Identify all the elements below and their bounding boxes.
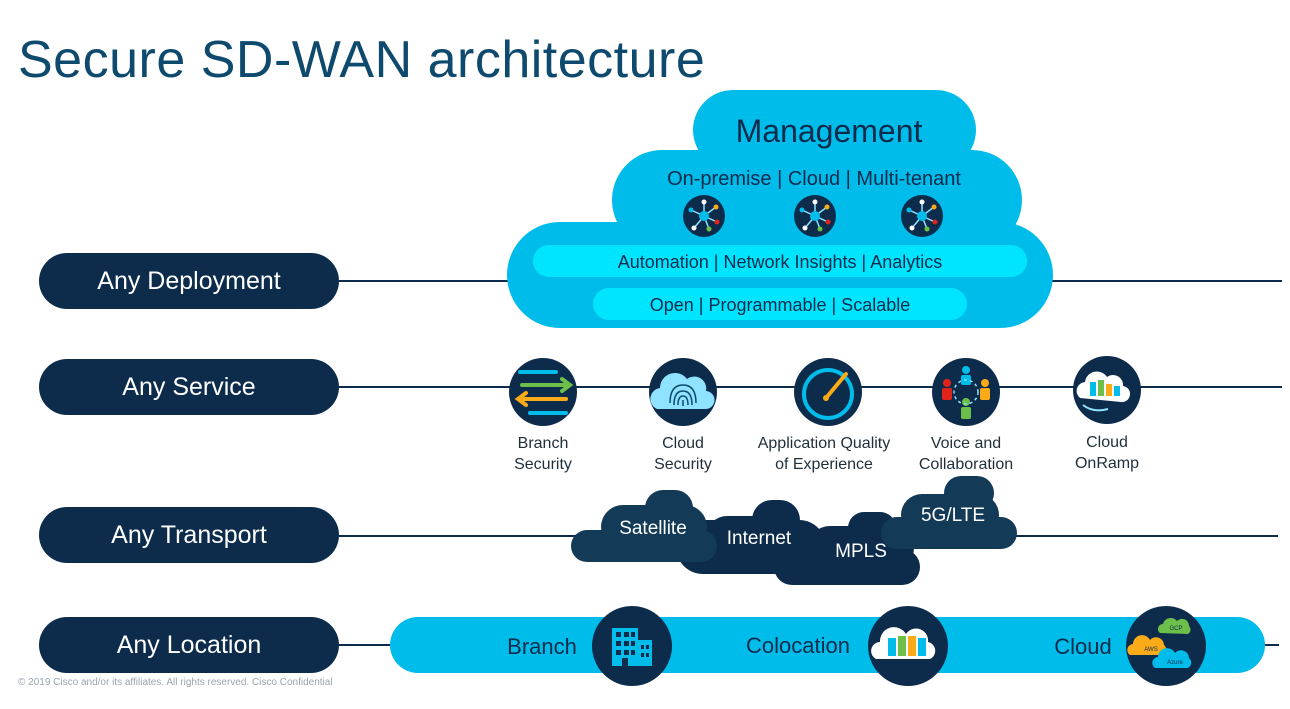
service-label-cloud-onramp: Cloud OnRamp (1027, 432, 1187, 474)
any-location-pill: Any Location (39, 617, 339, 673)
service-label-line: Security (514, 456, 572, 473)
management-band-2-text: Open | Programmable | Scalable (650, 295, 910, 315)
service-label-line: Voice and (930, 435, 1002, 452)
service-label-line: of Experience (775, 456, 873, 473)
badge-gcp: GCP (1169, 626, 1182, 632)
badge-aws: AWS (1144, 647, 1157, 653)
any-transport-pill: Any Transport (39, 507, 339, 563)
transport-line-left (339, 535, 579, 537)
page-title: Secure SD-WAN architecture (18, 31, 706, 89)
service-label-line: Collaboration (918, 456, 1014, 473)
service-label-line: Security (654, 456, 712, 473)
management-subtitle: On-premise | Cloud | Multi-tenant (667, 168, 961, 190)
transport-line-right (1010, 535, 1278, 537)
location-cloud: Cloud (1054, 634, 1111, 659)
transport-mpls: MPLS (835, 541, 887, 562)
service-label-branch-security: Branch Security (463, 433, 623, 475)
any-service-pill: Any Service (39, 359, 339, 415)
cloud-onramp-icon (1073, 356, 1141, 424)
location-branch: Branch (507, 634, 577, 659)
fingerprint-cloud-icon (649, 358, 717, 426)
datacenter-cloud-icon (868, 606, 948, 686)
copyright-footer: © 2019 Cisco and/or its affiliates. All … (18, 677, 333, 688)
transport-satellite: Satellite (619, 518, 687, 539)
multicloud-icon: GCP AWS Azure (1126, 606, 1206, 686)
management-band-2 (593, 288, 967, 320)
transport-internet: Internet (727, 528, 792, 549)
management-band-1-text: Automation | Network Insights | Analytic… (618, 252, 943, 272)
gauge-icon (794, 358, 862, 426)
people-collaboration-icon (932, 358, 1000, 426)
hub-icon-1 (683, 195, 725, 237)
building-icon (592, 606, 672, 686)
transport-5g-lte: 5G/LTE (921, 505, 985, 526)
any-deployment-pill: Any Deployment (39, 253, 339, 309)
badge-azure: Azure (1167, 660, 1183, 666)
branch-security-icon (509, 358, 577, 426)
location-colocation: Colocation (746, 633, 850, 658)
deployment-line-left (339, 280, 514, 282)
satellite-cloud (571, 490, 717, 562)
management-band-1 (533, 245, 1027, 277)
service-label-line: OnRamp (1074, 455, 1140, 472)
service-label-voice: Voice and Collaboration (886, 433, 1046, 475)
service-label-line: Cloud (1086, 434, 1128, 451)
hub-icon-2 (794, 195, 836, 237)
service-label-line: Cloud (662, 435, 704, 452)
service-label-app-qoe: Application Quality of Experience (744, 433, 904, 475)
service-label-cloud-security: Cloud Security (603, 433, 763, 475)
5g-lte-cloud (881, 476, 1017, 549)
service-label-line: Branch (517, 435, 569, 452)
hub-icon-3 (901, 195, 943, 237)
deployment-line-right (1045, 280, 1282, 282)
service-label-line: Application Quality (757, 435, 891, 452)
management-title: Management (736, 113, 923, 149)
